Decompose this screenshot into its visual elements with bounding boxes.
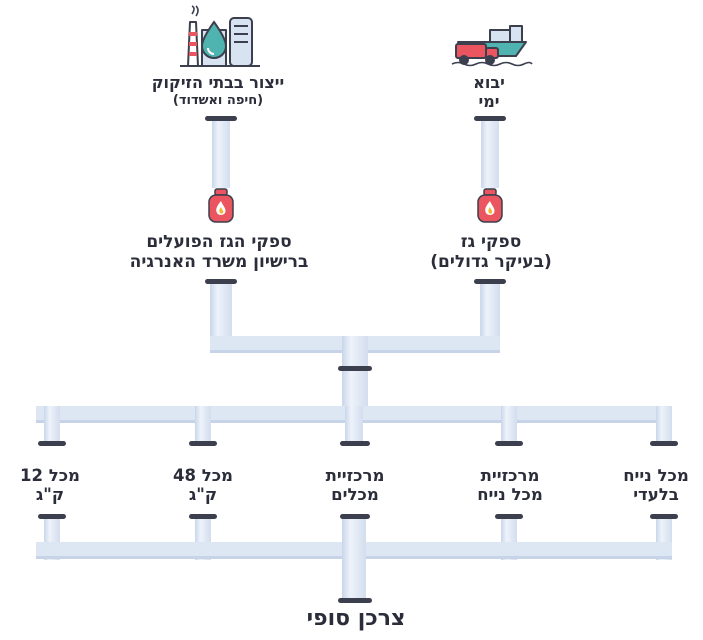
- pipe-branch-fixed-exclusive: [656, 406, 672, 444]
- gas-cylinder-icon: [208, 188, 234, 223]
- ship-truck-icon: [451, 25, 533, 67]
- endpoint-central-fixed-line2: מכל נייח: [477, 485, 543, 505]
- endpoint-fixed-exclusive: מכל נייח בלעדי: [623, 466, 689, 505]
- supplier-gas-label: ספקי גז (בעיקר גדולים): [430, 232, 551, 272]
- endpoint-c48: מכל 48 ק"ג: [173, 466, 233, 505]
- pipe-branch-c12: [44, 406, 60, 444]
- supplier-licensed-line2: ברישיון משרד האנרגיה: [129, 252, 309, 273]
- pipe-refinery: [212, 118, 230, 188]
- endpoint-central-fixed: מרכזיית מכל נייח: [477, 466, 543, 505]
- pipe-trunk: [342, 336, 368, 416]
- source-import-title: יבוא: [473, 73, 505, 92]
- endpoint-central-fixed-line1: מרכזיית: [480, 466, 540, 485]
- endpoint-central-containers-line1: מרכזיית: [325, 466, 385, 485]
- endpoint-central-containers: מרכזיית מכלים: [326, 466, 385, 505]
- pipe-joints: [38, 116, 678, 603]
- supplier-licensed-label: ספקי הגז הפועלים ברישיון משרד האנרגיה: [130, 232, 309, 272]
- source-import-label: יבוא ימי: [473, 73, 505, 112]
- endpoint-c12-line1: מכל 12: [20, 466, 80, 485]
- endpoint-fixed-exclusive-line1: מכל נייח: [623, 466, 689, 485]
- endpoint-c12-line2: ק"ג: [35, 485, 65, 505]
- source-refinery-subtitle: (חיפה ואשדוד): [172, 92, 264, 108]
- supplier-licensed-line1: ספקי הגז הפועלים: [146, 232, 292, 252]
- endpoint-c12: מכל 12 ק"ג: [20, 466, 80, 505]
- supplier-gas-line1: ספקי גז: [460, 232, 522, 252]
- source-import-subtitle: ימי: [478, 91, 500, 111]
- refinery-icon: [180, 5, 260, 67]
- gas-cylinder-icon: [477, 188, 503, 223]
- pipe-import: [481, 118, 499, 188]
- pipe-branch-central-fixed: [501, 406, 517, 444]
- supplier-gas-line2: (בעיקר גדולים): [430, 252, 552, 273]
- endpoint-central-containers-line2: מכלים: [331, 485, 379, 505]
- source-refinery-label: ייצור בבתי הזיקוק (חיפה ואשדוד): [151, 73, 285, 108]
- endpoint-fixed-exclusive-line2: בלעדי: [633, 485, 679, 505]
- final-consumer-label: צרכן סופי: [306, 606, 406, 631]
- pipe-gas-supplier: [480, 282, 500, 352]
- pipe-licensed-supplier: [210, 282, 232, 352]
- endpoint-c48-line2: ק"ג: [188, 485, 218, 505]
- pipe-final: [342, 516, 366, 602]
- pipe-branch-central-containers: [345, 406, 363, 444]
- endpoint-c48-line1: מכל 48: [173, 466, 233, 485]
- pipe-branch-c48: [195, 406, 211, 444]
- source-refinery-title: ייצור בבתי הזיקוק: [151, 73, 285, 92]
- pipe-segments: [36, 118, 672, 602]
